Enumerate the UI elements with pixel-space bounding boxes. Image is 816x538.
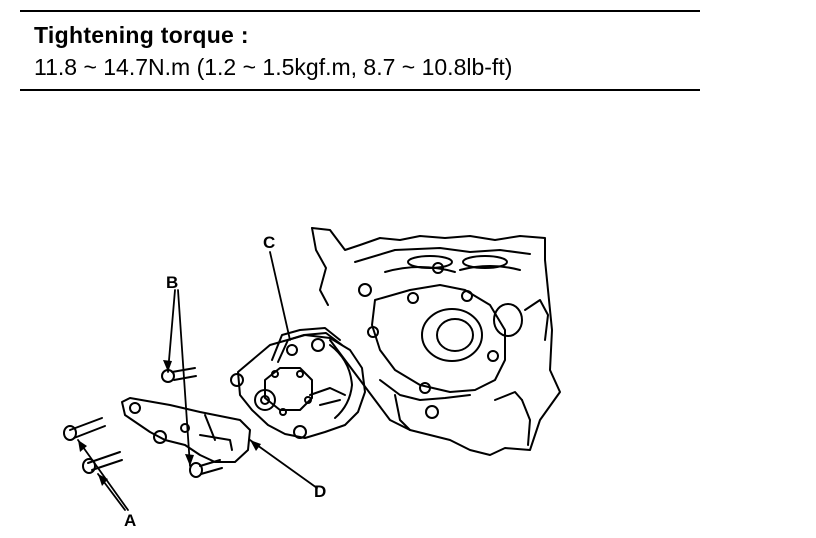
- callout-a: A: [124, 511, 136, 530]
- torque-spec-box: Tightening torque : 11.8 ~ 14.7N.m (1.2 …: [20, 10, 700, 92]
- bolts-a: [63, 417, 123, 474]
- callout-d: D: [314, 482, 326, 501]
- bolts-b: [161, 367, 223, 478]
- arrow-heads: [78, 360, 261, 486]
- gasket: [271, 327, 343, 363]
- callout-b: B: [166, 273, 178, 292]
- water-pump: [230, 334, 366, 439]
- pump-bracket: [121, 397, 251, 463]
- torque-value: 11.8 ~ 14.7N.m (1.2 ~ 1.5kgf.m, 8.7 ~ 10…: [34, 54, 513, 80]
- torque-title: Tightening torque :: [34, 22, 249, 48]
- leader-lines: [77, 251, 318, 511]
- top-rule: [20, 10, 700, 12]
- bottom-rule: [20, 89, 700, 91]
- engine-block: [311, 227, 561, 456]
- block-bolts: [358, 262, 499, 419]
- callout-c: C: [263, 233, 275, 252]
